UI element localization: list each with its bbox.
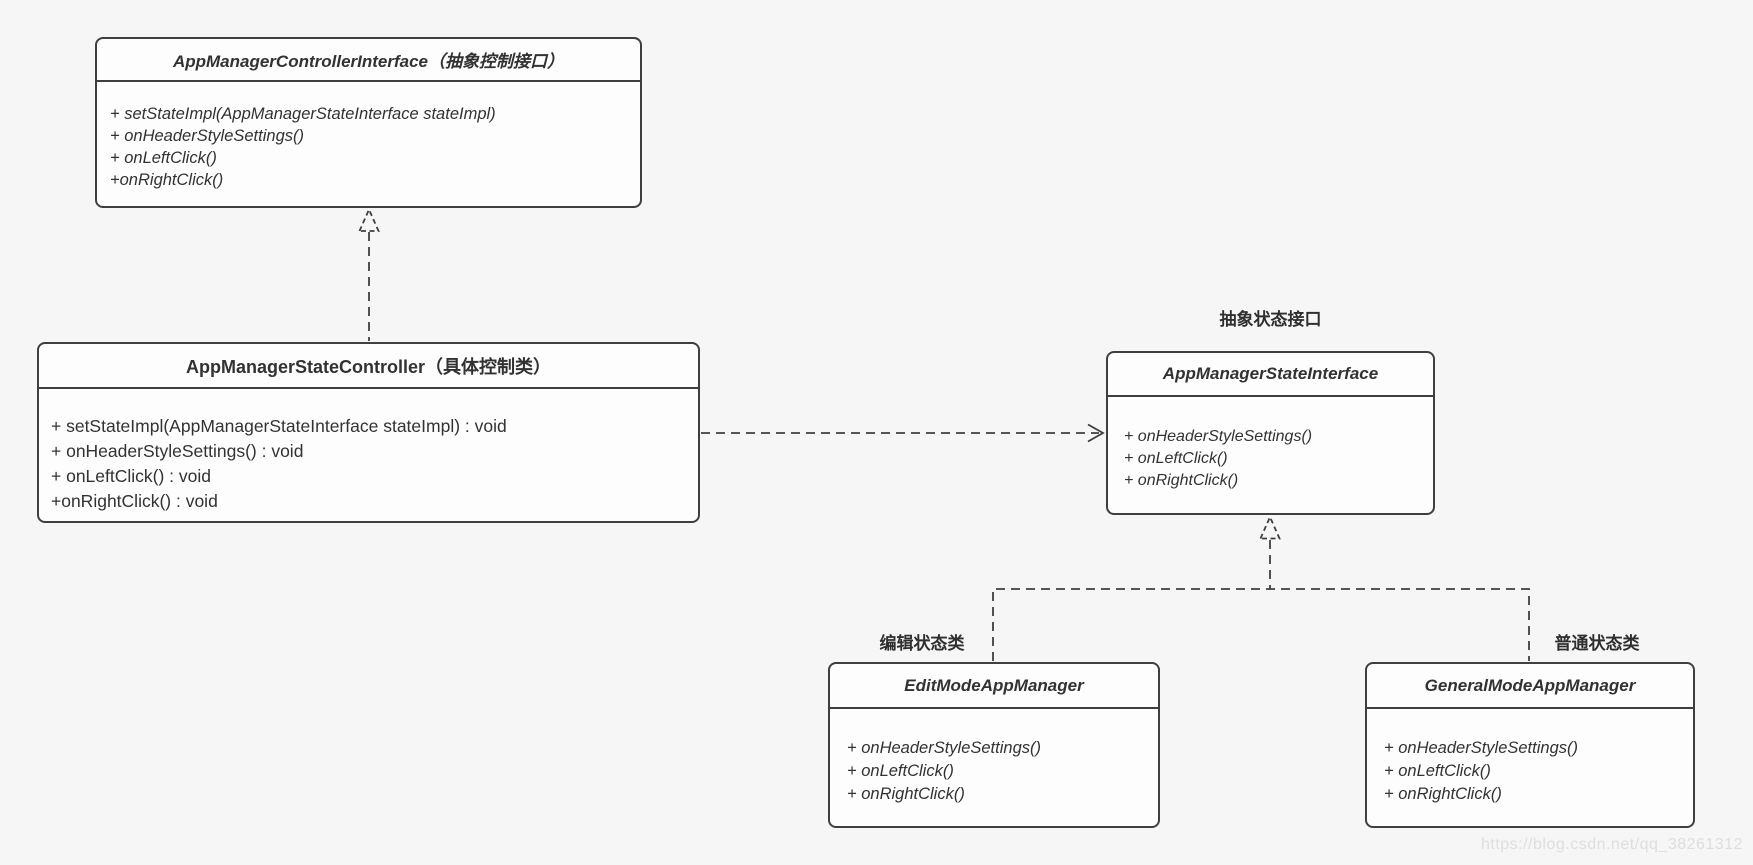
class-method: + onHeaderStyleSettings() <box>110 127 304 145</box>
realization-arrow-statecontroller-to-controllerinterface <box>358 207 380 341</box>
class-method: +onRightClick() : void <box>51 491 218 511</box>
class-title: AppManagerStateController（具体控制类） <box>39 344 698 389</box>
watermark-url: https://blog.csdn.net/qq_38261312 <box>1480 836 1743 853</box>
class-method: + onHeaderStyleSettings() <box>1124 428 1313 445</box>
class-method: + setStateImpl(AppManagerStateInterface … <box>110 105 496 123</box>
dependency-arrow-statecontroller-to-stateinterface <box>701 423 1105 443</box>
class-box-general-mode-app-manager: GeneralModeAppManager + onHeaderStyleSet… <box>1365 662 1695 828</box>
class-methods: + onHeaderStyleSettings() + onLeftClick(… <box>1108 397 1433 492</box>
class-methods: + setStateImpl(AppManagerStateInterface … <box>39 389 698 514</box>
class-method: + onRightClick() <box>847 785 965 803</box>
class-box-app-manager-controller-interface: AppManagerControllerInterface（抽象控制接口） + … <box>95 37 642 208</box>
class-method: + onRightClick() <box>1124 472 1239 489</box>
class-title: GeneralModeAppManager <box>1367 664 1693 709</box>
annotation-general-mode: 普通状态类 <box>1554 634 1640 653</box>
class-methods: + onHeaderStyleSettings() + onLeftClick(… <box>830 709 1158 806</box>
class-method: + onLeftClick() <box>1124 450 1228 467</box>
class-title: AppManagerControllerInterface（抽象控制接口） <box>97 39 640 82</box>
class-method: + onRightClick() <box>1384 785 1502 803</box>
class-box-app-manager-state-interface: AppManagerStateInterface + onHeaderStyle… <box>1106 351 1435 515</box>
class-method: + onLeftClick() <box>847 762 954 780</box>
class-method: + onHeaderStyleSettings() <box>847 739 1041 757</box>
class-title: EditModeAppManager <box>830 664 1158 709</box>
class-method: + onHeaderStyleSettings() <box>1384 739 1578 757</box>
class-method: + onLeftClick() <box>110 149 217 167</box>
class-method: + setStateImpl(AppManagerStateInterface … <box>51 416 507 436</box>
class-method: + onHeaderStyleSettings() : void <box>51 441 304 461</box>
class-method: + onLeftClick() : void <box>51 466 211 486</box>
class-method: +onRightClick() <box>110 171 224 189</box>
class-method: + onLeftClick() <box>1384 762 1491 780</box>
class-methods: + setStateImpl(AppManagerStateInterface … <box>97 82 640 191</box>
annotation-state-interface: 抽象状态接口 <box>1219 310 1322 329</box>
class-methods: + onHeaderStyleSettings() + onLeftClick(… <box>1367 709 1693 806</box>
realization-arrow-modes-to-stateinterface <box>992 514 1530 661</box>
class-box-edit-mode-app-manager: EditModeAppManager + onHeaderStyleSettin… <box>828 662 1160 828</box>
class-box-app-manager-state-controller: AppManagerStateController（具体控制类） + setSt… <box>37 342 700 523</box>
class-title: AppManagerStateInterface <box>1108 353 1433 397</box>
annotation-edit-mode: 编辑状态类 <box>879 634 965 653</box>
